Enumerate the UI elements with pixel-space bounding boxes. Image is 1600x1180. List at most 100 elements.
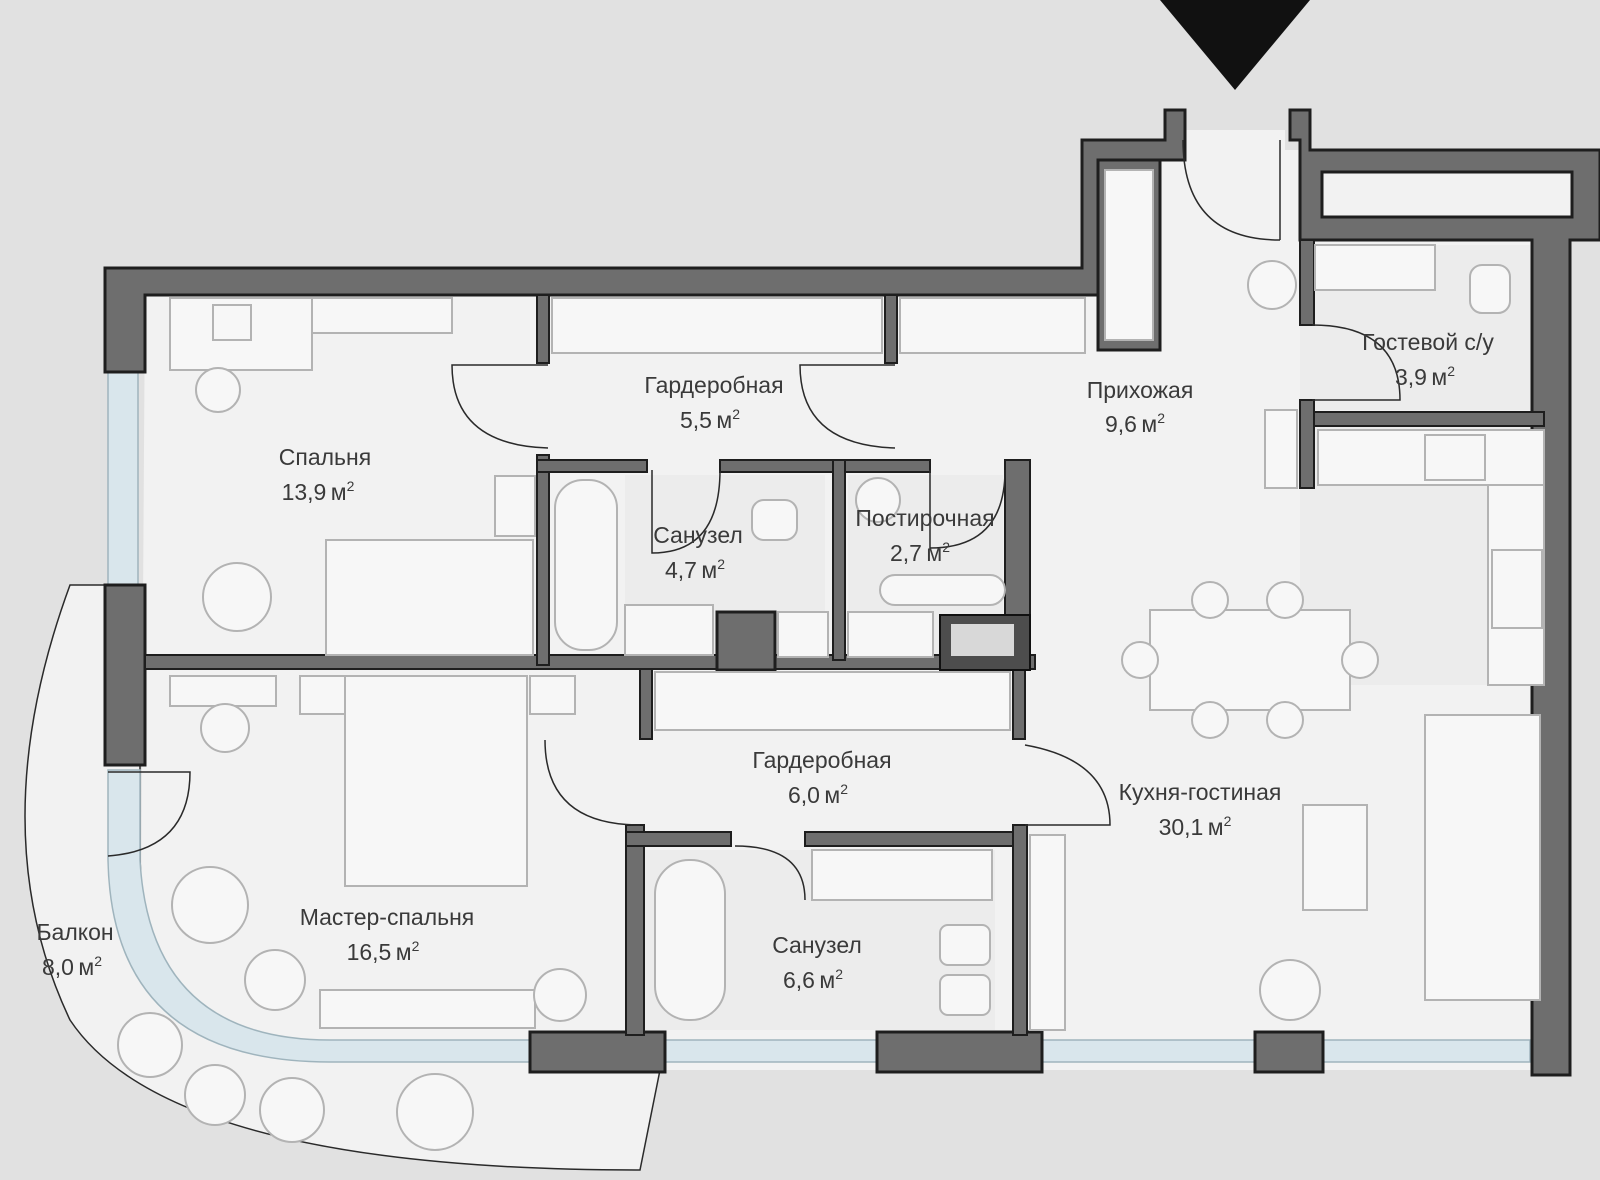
balcony-pouf-3 — [259, 1077, 325, 1143]
kitchen-door[interactable] — [1024, 744, 1111, 826]
wardrobe2-rail — [654, 671, 1011, 731]
exterior-wall-left — [103, 583, 147, 767]
wall-bath2-top2 — [804, 831, 1016, 847]
area-laundry: 2,7 м2 — [890, 539, 950, 566]
dining-table — [1149, 609, 1351, 711]
wall-bath2-top — [625, 831, 732, 847]
area-wardrobe2: 6,0 м2 — [788, 781, 848, 808]
label-guest-wc: Гостевой с/у — [1362, 329, 1494, 355]
master-nightstand-right — [529, 675, 576, 715]
area-master: 16,5 м2 — [347, 938, 420, 965]
wardrobe1-door[interactable] — [799, 364, 896, 449]
master-bed — [344, 675, 528, 887]
label-bath2: Санузел — [772, 932, 862, 958]
wall-bath1-left — [536, 454, 550, 666]
area-hall: 9,6 м2 — [1105, 410, 1165, 437]
column-2 — [875, 1030, 1044, 1074]
bathtub-1 — [554, 479, 618, 651]
dining-chair-6 — [1341, 641, 1379, 679]
label-master: Мастер-спальня — [300, 904, 475, 930]
label-wardrobe1: Гардеробная — [644, 372, 783, 398]
laundry-shelf — [847, 611, 934, 658]
kitchen-sink — [1491, 549, 1543, 629]
dining-chair-1 — [1191, 581, 1229, 619]
inner-box — [1320, 170, 1574, 219]
area-bath1: 4,7 м2 — [665, 556, 725, 583]
washer — [855, 477, 901, 523]
dining-chair-5 — [1121, 641, 1159, 679]
bed — [325, 539, 534, 656]
balcony-plant — [396, 1073, 474, 1151]
entry-door[interactable] — [1182, 139, 1281, 241]
wall-hall-bed — [536, 294, 550, 364]
shaft — [715, 610, 777, 672]
exterior-wall-top — [103, 108, 1187, 374]
area-kitchen: 30,1 м2 — [1159, 813, 1232, 840]
wardrobe1-rail — [551, 297, 883, 354]
armchair — [171, 866, 249, 944]
laptop — [212, 304, 252, 341]
bathtub-2 — [654, 859, 726, 1021]
master-window — [107, 769, 1531, 1063]
side-table — [244, 949, 306, 1011]
bedroom-door[interactable] — [451, 364, 549, 449]
guest-sink — [1314, 244, 1436, 291]
bath2-door[interactable] — [734, 845, 806, 901]
hall-cabinet — [899, 297, 1086, 354]
wall-guest-wc-bottom — [1299, 411, 1545, 427]
guest-wc-door[interactable] — [1311, 324, 1401, 401]
bedside — [494, 475, 536, 537]
balcony-door[interactable] — [107, 771, 191, 857]
wall-w2-left — [639, 668, 653, 740]
master-chair — [200, 703, 250, 753]
toilet-2 — [939, 924, 991, 966]
label-kitchen: Кухня-гостиная — [1119, 779, 1282, 805]
hall-table — [1247, 260, 1297, 310]
label-wardrobe2: Гардеробная — [752, 747, 891, 773]
dining-chair-4 — [1266, 701, 1304, 739]
wall-bath2-left — [625, 824, 645, 1036]
living-plant — [1259, 959, 1321, 1021]
bath1-door[interactable] — [651, 469, 721, 554]
label-bath1: Санузел — [653, 522, 743, 548]
dining-chair-2 — [1266, 581, 1304, 619]
boiler-inner — [951, 624, 1014, 656]
entrance-arrow-icon — [1160, 0, 1310, 90]
guest-toilet — [1469, 264, 1511, 314]
master-dresser — [319, 989, 536, 1029]
master-desk — [169, 675, 277, 707]
bedroom-window — [107, 369, 139, 586]
column-1 — [528, 1030, 667, 1074]
wall-guest-wc-left2 — [1299, 399, 1315, 489]
area-bath2: 6,6 м2 — [783, 966, 843, 993]
sink-1 — [624, 604, 714, 656]
area-bedroom: 13,9 м2 — [282, 478, 355, 505]
coffee-table — [1302, 804, 1368, 911]
balcony-pouf-2 — [184, 1064, 246, 1126]
toilet-1 — [751, 499, 798, 541]
fridge — [1264, 409, 1298, 489]
label-balcony: Балкон — [36, 919, 113, 945]
laundry-door[interactable] — [929, 469, 1006, 549]
balcony-pouf-1 — [117, 1012, 183, 1078]
wall-guest-wc-left — [1299, 239, 1315, 326]
wall-w1-hall — [884, 294, 898, 364]
wall-bath1-top2 — [719, 459, 931, 473]
area-wardrobe1: 5,5 м2 — [680, 406, 740, 433]
shower-1 — [777, 611, 829, 658]
bidet — [939, 974, 991, 1016]
tv-unit — [1029, 834, 1066, 1031]
ironing-board — [879, 574, 1006, 606]
dresser — [311, 297, 453, 334]
wardrobe2-door[interactable] — [544, 739, 641, 826]
area-guest-wc: 3,9 м2 — [1395, 363, 1455, 390]
master-nightstand-left — [299, 675, 346, 715]
hall-closet-shelf — [1104, 169, 1154, 341]
dining-chair-3 — [1191, 701, 1229, 739]
wall-bath1-right — [832, 459, 846, 661]
area-balcony: 8,0 м2 — [42, 953, 102, 980]
label-hall: Прихожая — [1087, 377, 1194, 403]
label-laundry: Постирочная — [855, 505, 994, 531]
master-plant — [533, 968, 587, 1022]
wall-bath1-top — [536, 459, 648, 473]
